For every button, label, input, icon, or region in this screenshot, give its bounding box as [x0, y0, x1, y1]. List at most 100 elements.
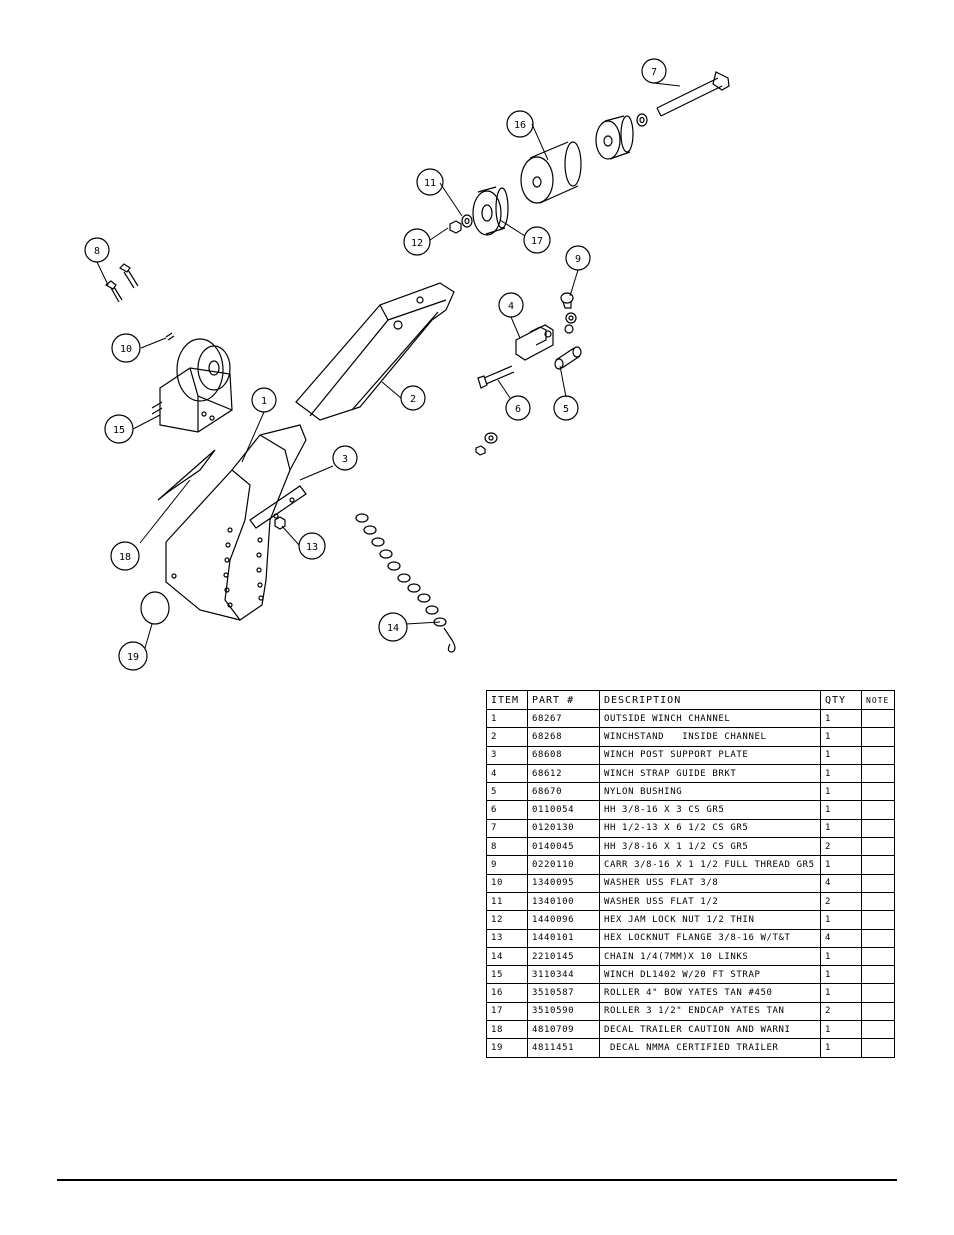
callout-17: 17 — [531, 236, 543, 247]
cell-description: NYLON BUSHING — [599, 782, 821, 802]
cell-part-number: 3510587 — [527, 983, 600, 1003]
cell-qty: 1 — [820, 727, 862, 747]
bushing-part-5 — [554, 346, 582, 370]
callout-3: 3 — [342, 454, 348, 465]
cell-item: 5 — [486, 782, 528, 802]
callout-11: 11 — [424, 178, 436, 189]
cell-qty: 1 — [820, 965, 862, 985]
cell-item: 11 — [486, 891, 528, 912]
header-item: ITEM — [486, 690, 528, 710]
cell-note — [861, 1020, 895, 1040]
washer-part-11 — [461, 214, 473, 228]
cell-note — [861, 818, 895, 839]
cell-item: 2 — [486, 727, 528, 747]
cell-note — [861, 910, 895, 930]
decal-part-18 — [157, 449, 216, 501]
cell-part-number: 1340095 — [527, 873, 600, 893]
chain-part-14 — [355, 513, 456, 653]
cell-item: 14 — [486, 946, 528, 967]
cell-qty: 1 — [820, 910, 862, 930]
cell-description: ROLLER 4" BOW YATES TAN #450 — [599, 983, 821, 1003]
winch-part-15 — [151, 338, 233, 433]
cell-note — [861, 928, 895, 948]
cell-part-number: 1340100 — [527, 891, 600, 912]
cell-description: HH 3/8-16 X 3 CS GR5 — [599, 800, 821, 820]
leader-lines — [96, 82, 681, 649]
cell-note — [861, 855, 895, 875]
cell-description: HH 3/8-16 X 1 1/2 CS GR5 — [599, 837, 821, 857]
carriage-bolt-part-9 — [560, 292, 574, 309]
header-note: NOTE — [861, 690, 895, 710]
cell-description: DECAL TRAILER CAUTION AND WARNI — [599, 1020, 821, 1040]
cell-item: 4 — [486, 763, 528, 784]
cell-description: HEX LOCKNUT FLANGE 3/8-16 W/T&T — [599, 928, 821, 948]
cell-part-number: 1440101 — [527, 928, 600, 948]
nut-part-12 — [449, 220, 462, 234]
cell-note — [861, 946, 895, 967]
cell-qty: 1 — [820, 782, 862, 802]
cell-qty: 1 — [820, 763, 862, 784]
cell-description: CARR 3/8-16 X 1 1/2 FULL THREAD GR5 — [599, 855, 821, 875]
bracket-part-4 — [515, 324, 554, 361]
header-part-number: PART # — [527, 690, 600, 710]
cell-item: 7 — [486, 818, 528, 839]
cell-qty: 1 — [820, 855, 862, 875]
cell-note — [861, 708, 895, 729]
footer-rule — [57, 1179, 897, 1181]
cell-note — [861, 837, 895, 857]
cell-part-number: 4810709 — [527, 1020, 600, 1040]
cell-part-number: 1440096 — [527, 910, 600, 930]
cell-description: WINCH POST SUPPORT PLATE — [599, 745, 821, 765]
cell-qty: 1 — [820, 708, 862, 729]
washers-part-9 — [564, 312, 577, 334]
washer-nut-part — [475, 432, 498, 456]
cell-part-number: 0220110 — [527, 855, 600, 875]
callout-14: 14 — [387, 623, 399, 634]
cell-part-number: 0120130 — [527, 818, 600, 839]
cell-description: HEX JAM LOCK NUT 1/2 THIN — [599, 910, 821, 930]
cell-description: WINCH STRAP GUIDE BRKT — [599, 763, 821, 784]
cell-part-number: 4811451 — [527, 1038, 600, 1058]
cell-description: CHAIN 1/4(7MM)X 10 LINKS — [599, 946, 821, 967]
cell-qty: 2 — [820, 1001, 862, 1022]
cell-note — [861, 891, 895, 912]
cell-qty: 2 — [820, 837, 862, 857]
roller-part-17 — [472, 186, 509, 236]
cell-note — [861, 873, 895, 893]
cell-item: 16 — [486, 983, 528, 1003]
cell-item: 13 — [486, 928, 528, 948]
cell-part-number: 68267 — [527, 708, 600, 729]
decal-part-19 — [140, 591, 170, 625]
cell-description: WASHER USS FLAT 3/8 — [599, 873, 821, 893]
callout-19: 19 — [127, 652, 139, 663]
cell-part-number: 2210145 — [527, 946, 600, 967]
cell-item: 19 — [486, 1038, 528, 1058]
cell-part-number: 68268 — [527, 727, 600, 747]
callout-16: 16 — [514, 120, 526, 131]
washer-part — [636, 113, 648, 127]
header-description: DESCRIPTION — [599, 690, 821, 710]
cell-qty: 1 — [820, 946, 862, 967]
cell-part-number: 0140045 — [527, 837, 600, 857]
callout-4: 4 — [508, 301, 514, 312]
bolt-part-6 — [477, 365, 515, 389]
cell-item: 3 — [486, 745, 528, 765]
callout-10: 10 — [120, 344, 132, 355]
cell-item: 8 — [486, 837, 528, 857]
cell-item: 6 — [486, 800, 528, 820]
cell-item: 15 — [486, 965, 528, 985]
cell-note — [861, 1001, 895, 1022]
cell-part-number: 0110054 — [527, 800, 600, 820]
cell-description: WASHER USS FLAT 1/2 — [599, 891, 821, 912]
